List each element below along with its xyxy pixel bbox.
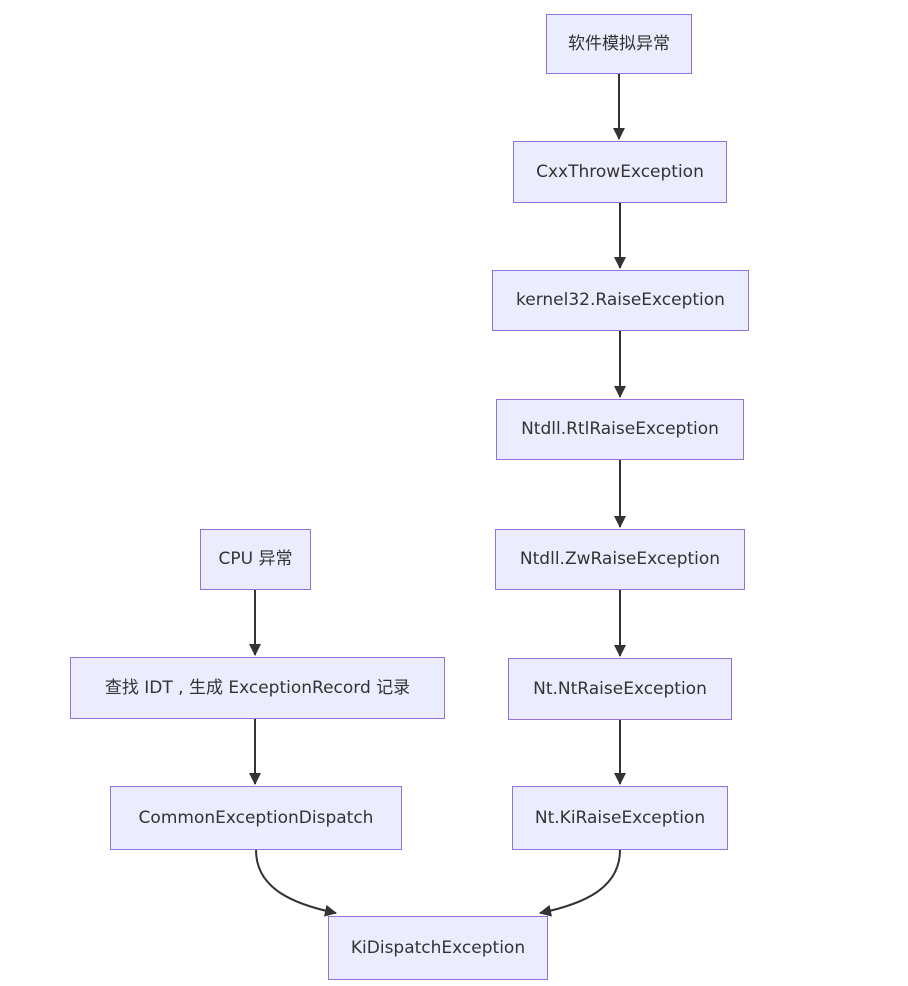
node-label: kernel32.RaiseException xyxy=(516,290,725,311)
node-kernel32-raiseexception: kernel32.RaiseException xyxy=(492,270,749,331)
node-kidispatchexception: KiDispatchException xyxy=(328,916,548,980)
node-ntdll-rtlraiseexception: Ntdll.RtlRaiseException xyxy=(496,399,744,460)
node-software-simulated-exception: 软件模拟异常 xyxy=(546,14,692,74)
node-label: Nt.KiRaiseException xyxy=(534,807,706,828)
edge-kiraise-to-kidispatch xyxy=(539,849,621,917)
node-ntdll-zwraiseexception: Ntdll.ZwRaiseException xyxy=(495,529,745,590)
edge-common-to-kidispatch xyxy=(255,849,337,917)
node-label: CommonExceptionDispatch xyxy=(138,807,374,828)
node-label: CxxThrowException xyxy=(536,161,704,182)
node-lookup-idt-exceptionrecord: 查找 IDT , 生成 ExceptionRecord 记录 xyxy=(70,657,445,719)
node-label: 软件模拟异常 xyxy=(568,33,670,54)
node-commonexceptiondispatch: CommonExceptionDispatch xyxy=(110,786,402,850)
node-cpu-exception: CPU 异常 xyxy=(200,529,311,590)
node-label: Ntdll.RtlRaiseException xyxy=(521,419,719,440)
node-label: Ntdll.ZwRaiseException xyxy=(519,549,721,570)
node-nt-ntraiseexception: Nt.NtRaiseException xyxy=(508,658,732,720)
node-cxxthrowexception: CxxThrowException xyxy=(513,141,727,203)
node-label: Nt.NtRaiseException xyxy=(533,678,707,699)
node-label: KiDispatchException xyxy=(350,937,526,958)
node-label: CPU 异常 xyxy=(218,549,293,570)
node-label: 查找 IDT , 生成 ExceptionRecord 记录 xyxy=(104,677,411,698)
node-nt-kiraiseexception: Nt.KiRaiseException xyxy=(512,786,728,850)
